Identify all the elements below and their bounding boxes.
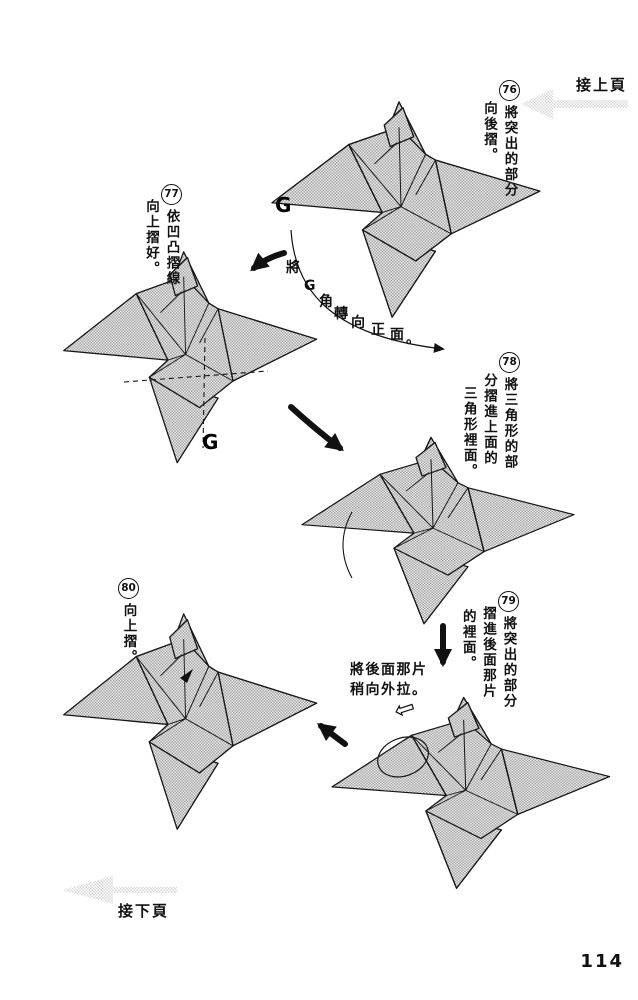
arc-label-char: 向 [351,315,365,331]
transition-arrow-79-80 [317,723,348,747]
next-page-label: 接下頁 [118,902,170,920]
step-number-badge: 79 [498,591,519,612]
transition-arrow-77-78 [288,404,344,452]
step-text: 將突出的部分 [501,105,518,198]
arc-label-char: 。 [406,331,420,347]
pocket-curve [342,511,353,579]
step-79-col-1: 79 將突出的部分 [498,591,519,716]
g-corner-label-fig76: G [275,193,292,217]
step-76-col-1: 76 將突出的部分 [499,80,520,210]
step-number-badge: 80 [118,578,139,599]
arc-label-char: 將 [286,260,300,276]
step-text: 將三角形的部 [501,377,518,470]
g-corner-label-fig77: G [202,430,219,454]
step-text: 依凹凸摺線 [163,209,180,287]
pull-note: 將後面那片 稍向外拉。 [350,660,428,701]
step-note-79: 79 將突出的部分 摺進後面那片 的裡面。 [458,591,519,716]
fold-direction-arrowhead [180,669,193,683]
step-number-badge: 77 [161,184,182,205]
arc-label-char: 面 [390,327,404,343]
step-77-col-2: 向上摺好。 [143,199,159,277]
page-number: 114 [580,951,624,972]
step-77-col-1: 77 依凹凸摺線 [161,184,182,302]
origami-figure-step80 [63,613,318,830]
crease-line [123,370,269,383]
step-78-col-2: 分摺進上面的 [481,373,497,466]
step-text: 向上摺。 [120,603,137,665]
rotate-arc-arrow [290,229,445,353]
step-78-col-3: 三角形裡面。 [460,386,477,479]
next-page-arrow-icon [62,876,177,904]
step-79-col-3: 的裡面。 [459,609,476,671]
step-80-col-1: 80 向上摺。 [118,578,139,678]
step-text: 將突出的部分 [500,616,517,709]
pull-note-line-2: 稍向外拉。 [350,682,428,699]
step-78-col-1: 78 將三角形的部 [499,352,520,487]
step-number-badge: 78 [499,352,520,373]
pull-loop [377,736,429,778]
transition-arrow-76-77 [250,250,287,272]
step-note-78: 78 將三角形的部 分摺進上面的 三角形裡面。 [459,352,520,487]
pull-note-line-1: 將後面那片 [350,662,428,678]
arc-label-char: 正 [371,322,385,338]
step-79-col-2: 摺進後面那片 [480,606,496,699]
step-number-badge: 76 [499,80,520,101]
origami-figure-step77 [63,251,318,464]
step-note-76: 76 將突出的部分 向後摺。 [479,80,520,210]
arc-label-char: G [304,278,316,294]
valley-fold-line [202,337,206,449]
arc-label-char: 角 [319,294,333,310]
origami-figure-step79 [331,696,611,890]
step-note-77: 77 依凹凸摺線 向上摺好。 [141,184,182,302]
step-note-80: 80 向上摺。 [118,578,139,678]
step-76-col-2: 向後摺。 [481,101,497,163]
prev-page-label: 接上頁 [576,76,628,94]
prev-page-arrow-icon [521,89,628,119]
arc-label-char: 轉 [334,306,348,322]
origami-figure-step78 [301,436,575,625]
